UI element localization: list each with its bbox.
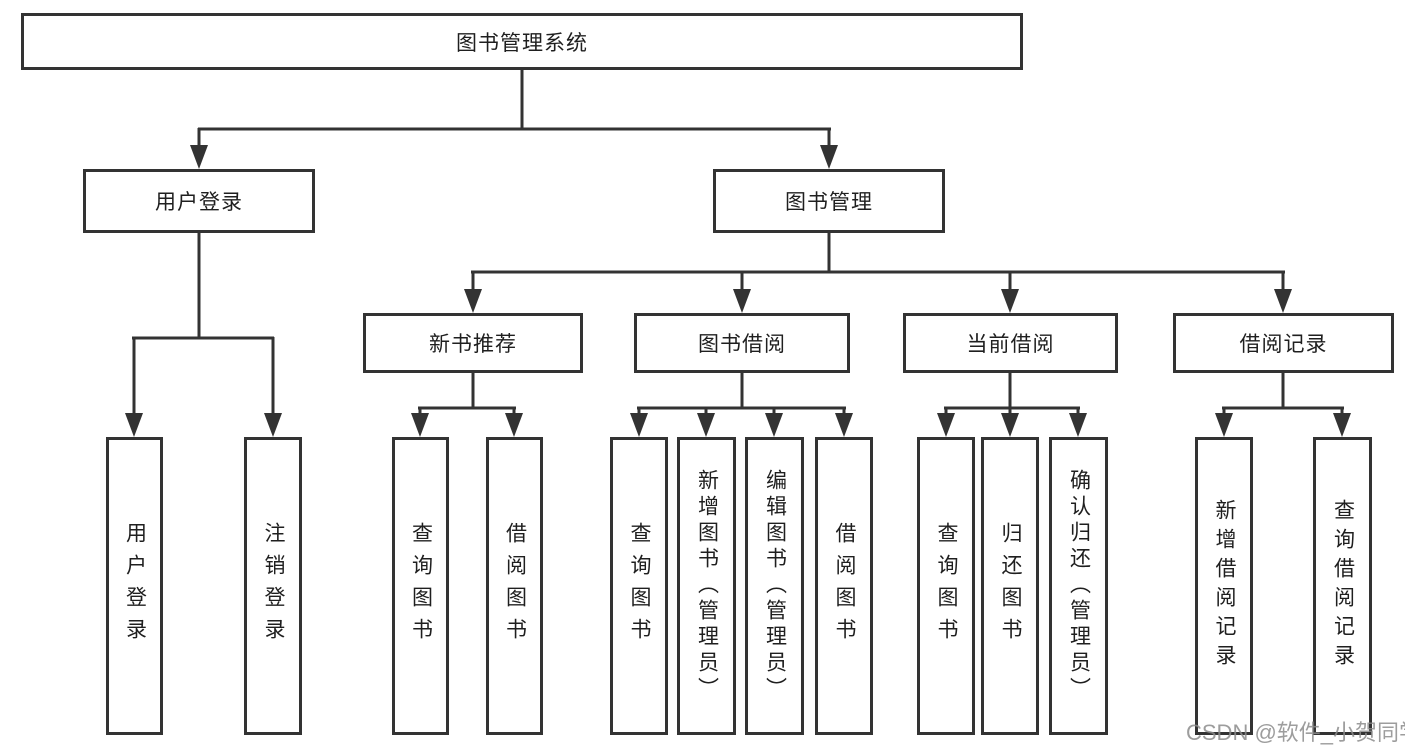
node-borrow-records-label: 借阅记录	[1239, 333, 1328, 356]
leaf-user-login-label: 用户登录	[123, 522, 147, 650]
leaf-return-book: 归还图书	[981, 437, 1039, 735]
node-current-borrow-label: 当前借阅	[966, 333, 1055, 356]
node-root-label: 图书管理系统	[456, 31, 588, 55]
leaf-query-book-current-label: 查询图书	[935, 522, 958, 650]
leaf-query-book-recommend: 查询图书	[392, 437, 449, 735]
leaf-query-book-borrow-label: 查询图书	[628, 522, 651, 650]
leaf-logout-label: 注销登录	[262, 522, 285, 650]
node-book-borrow: 图书借阅	[634, 313, 850, 373]
node-new-book-recommend: 新书推荐	[363, 313, 583, 373]
node-book-management-label: 图书管理	[785, 191, 873, 214]
leaf-query-borrow-record: 查询借阅记录	[1313, 437, 1372, 735]
leaf-user-login: 用户登录	[106, 437, 163, 735]
leaf-return-book-label: 归还图书	[999, 522, 1022, 650]
leaf-query-borrow-record-label: 查询借阅记录	[1331, 499, 1355, 673]
node-user-login: 用户登录	[83, 169, 315, 233]
node-root-system: 图书管理系统	[21, 13, 1023, 70]
leaf-add-borrow-record: 新增借阅记录	[1195, 437, 1253, 735]
leaf-query-book-borrow: 查询图书	[610, 437, 668, 735]
leaf-confirm-return-admin: 确认归还（管理员）	[1049, 437, 1108, 735]
watermark: CSDN @软件_小贺同学	[1186, 720, 1405, 745]
node-current-borrow: 当前借阅	[903, 313, 1118, 373]
leaf-query-book-recommend-label: 查询图书	[409, 522, 433, 650]
leaf-logout: 注销登录	[244, 437, 302, 735]
leaf-add-borrow-record-label: 新增借阅记录	[1213, 499, 1236, 673]
node-borrow-records: 借阅记录	[1173, 313, 1394, 373]
leaf-add-book-admin-label: 新增图书（管理员）	[695, 469, 719, 703]
node-user-login-label: 用户登录	[155, 191, 243, 214]
leaf-borrow-book-recommend-label: 借阅图书	[503, 522, 527, 650]
leaf-query-book-current: 查询图书	[917, 437, 975, 735]
leaf-add-book-admin: 新增图书（管理员）	[677, 437, 736, 735]
leaf-borrow-book-recommend: 借阅图书	[486, 437, 543, 735]
node-book-borrow-label: 图书借阅	[698, 333, 786, 356]
leaf-edit-book-admin-label: 编辑图书（管理员）	[763, 469, 787, 703]
leaf-borrow-book-label: 借阅图书	[833, 522, 856, 650]
node-new-book-recommend-label: 新书推荐	[429, 333, 517, 356]
leaf-borrow-book: 借阅图书	[815, 437, 873, 735]
leaf-edit-book-admin: 编辑图书（管理员）	[745, 437, 804, 735]
node-book-management: 图书管理	[713, 169, 945, 233]
leaf-confirm-return-admin-label: 确认归还（管理员）	[1067, 469, 1091, 703]
